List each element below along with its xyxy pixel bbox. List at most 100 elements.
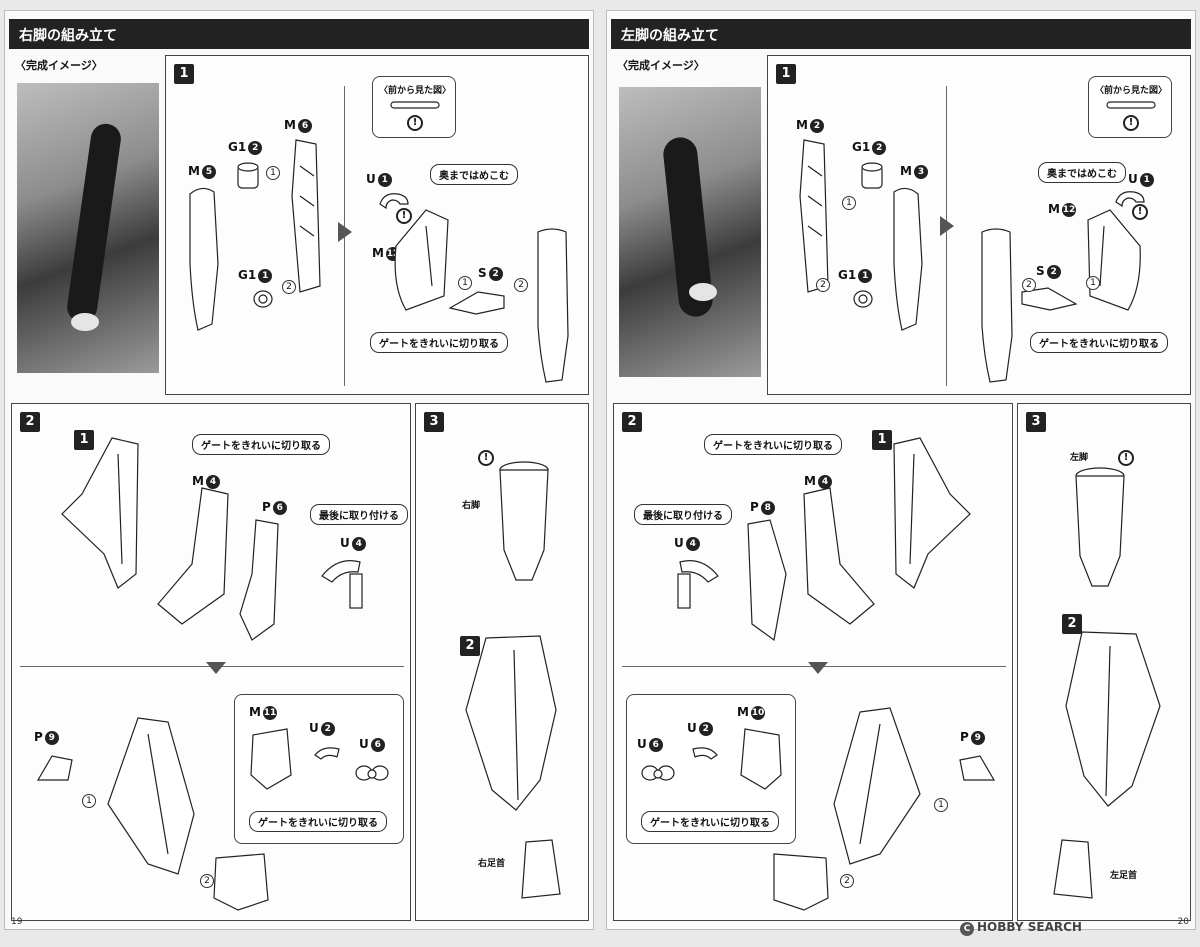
left-front-view-part: [390, 101, 440, 109]
right-step3-upper-leg: [1075, 467, 1125, 587]
left-note-push-in: 奥まではめこむ: [430, 164, 518, 185]
left-note-attach-last: 最後に取り付ける: [310, 504, 408, 525]
left-shin-m12: [394, 209, 449, 311]
right-step3-ankle: [1053, 839, 1093, 899]
left-front-view-warning-icon: !: [407, 115, 423, 131]
left-step3-lower-leg: [465, 635, 557, 811]
left-step3-panel: 3 ! 右脚 2 右足首: [415, 403, 589, 921]
left-step2-ref-badge: 1: [74, 430, 94, 450]
right-frame-p8: [747, 519, 787, 642]
left-completed-image-caption: 〈完成イメージ〉: [15, 59, 103, 72]
left-step1-circle-1a: 1: [266, 166, 280, 180]
right-completed-image-caption: 〈完成イメージ〉: [617, 59, 705, 72]
right-page-title: 左脚の組み立て: [611, 19, 1191, 49]
left-step3-warning-icon: !: [478, 450, 494, 466]
left-step1-circle-2b: 2: [514, 278, 528, 292]
left-page-number: 19: [11, 917, 23, 927]
left-step3-leg-label: 右脚: [462, 501, 481, 511]
left-step1-circle-2a: 2: [282, 280, 296, 294]
right-step1-circle-1a: 1: [842, 196, 856, 210]
left-step1-badge: 1: [174, 64, 194, 84]
left-clip-u2: [314, 747, 340, 760]
right-front-view-box: 〈前から見た図〉 !: [1088, 76, 1172, 138]
right-shin-m12: [1087, 209, 1141, 311]
left-step3-badge: 3: [424, 412, 444, 432]
right-note-attach-last: 最後に取り付ける: [634, 504, 732, 525]
left-assembled-leg: [537, 228, 569, 383]
left-cuff-m11: [250, 728, 292, 790]
left-clip-u1: [379, 193, 409, 210]
right-note-push-in: 奥まではめこむ: [1038, 162, 1126, 183]
right-cylinder-g1-2: [861, 162, 883, 189]
right-step3-leg-label: 左脚: [1070, 453, 1089, 463]
left-step2-circle-1: 1: [82, 794, 96, 808]
right-step2-down-arrow: [808, 662, 828, 674]
left-frame-p6: [239, 519, 279, 641]
right-assembled-leg: [981, 228, 1013, 383]
left-ankle-p9: [36, 755, 73, 781]
left-leg-shell-m5: [189, 187, 219, 331]
right-note-gate-step2: ゲートをきれいに切り取る: [704, 434, 842, 455]
left-tassel-u4: [321, 560, 363, 609]
right-step3-lower-leg: [1065, 631, 1161, 807]
left-page-title: 右脚の組み立て: [9, 19, 589, 49]
right-step2-lower-assembly: [833, 707, 921, 865]
left-u1-warning-icon: !: [396, 208, 412, 224]
left-front-view-box: 〈前から見た図〉 !: [372, 76, 456, 138]
left-step2-leg-assembly: [61, 437, 139, 589]
right-tassel-u4: [677, 560, 719, 609]
left-step2-lower-assembly: [107, 717, 195, 875]
right-front-view-part: [1106, 101, 1156, 109]
left-step2-badge: 2: [20, 412, 40, 432]
right-step3-ankle-label: 左足首: [1110, 871, 1138, 881]
left-step2-circle-2: 2: [200, 874, 214, 888]
right-clip-u1: [1115, 191, 1145, 208]
left-completed-photo: [17, 83, 159, 373]
left-note-gate-step1: ゲートをきれいに切り取る: [370, 332, 508, 353]
right-cuff-assembled: [773, 853, 829, 911]
copyright-icon: C: [960, 922, 974, 936]
left-front-view-label: 〈前から見た図〉: [379, 86, 452, 96]
left-note-gate-step2: ゲートをきれいに切り取る: [192, 434, 330, 455]
left-step1-next-arrow: [338, 222, 352, 242]
right-page-number: 20: [1177, 917, 1189, 927]
right-step3-warning-icon: !: [1118, 450, 1134, 466]
right-bow-u6: [641, 765, 675, 781]
right-step3-badge: 3: [1026, 412, 1046, 432]
left-block-s2: [448, 291, 505, 315]
left-cuff-assembled: [213, 853, 269, 911]
right-clip-u2: [692, 747, 718, 760]
right-note-gate-detail: ゲートをきれいに切り取る: [641, 811, 779, 832]
right-step1-badge: 1: [776, 64, 796, 84]
right-completed-photo: [619, 87, 761, 377]
left-note-gate-detail: ゲートをきれいに切り取る: [249, 811, 387, 832]
right-front-view-warning-icon: !: [1123, 115, 1139, 131]
